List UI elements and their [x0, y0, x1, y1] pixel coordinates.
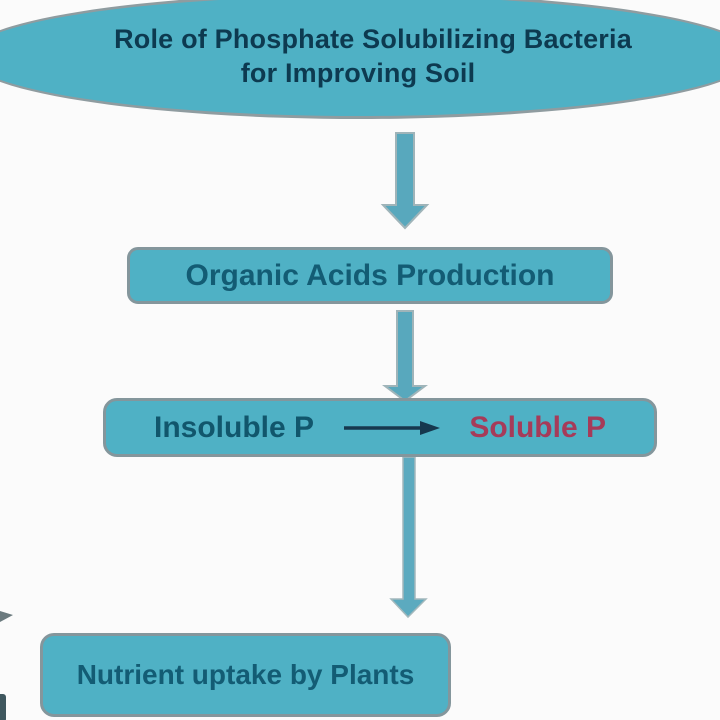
down-arrow-icon — [380, 132, 430, 230]
down-arrow-icon — [389, 456, 428, 619]
right-arrow-icon — [343, 420, 440, 435]
title-line-2: for Improving Soil — [240, 58, 476, 88]
title-ellipse-shape — [0, 0, 720, 119]
edge-artifact-dash — [0, 611, 13, 622]
node-phosphate-conversion: Insoluble P Soluble P — [103, 398, 657, 457]
diagram-title: Role of Phosphate Solubilizing Bacteria … — [0, 22, 720, 90]
insoluble-p-label: Insoluble P — [154, 410, 315, 444]
node-nutrient-uptake-label: Nutrient uptake by Plants — [76, 659, 415, 690]
node-nutrient-uptake: Nutrient uptake by Plants — [40, 633, 451, 717]
down-arrow-icon — [382, 310, 428, 403]
soluble-p-label: Soluble P — [469, 410, 606, 444]
node-organic-acids: Organic Acids Production — [127, 247, 613, 304]
title-line-1: Role of Phosphate Solubilizing Bacteria — [114, 24, 632, 54]
edge-artifact-sliver — [0, 694, 6, 720]
node-organic-acids-label: Organic Acids Production — [185, 258, 555, 292]
